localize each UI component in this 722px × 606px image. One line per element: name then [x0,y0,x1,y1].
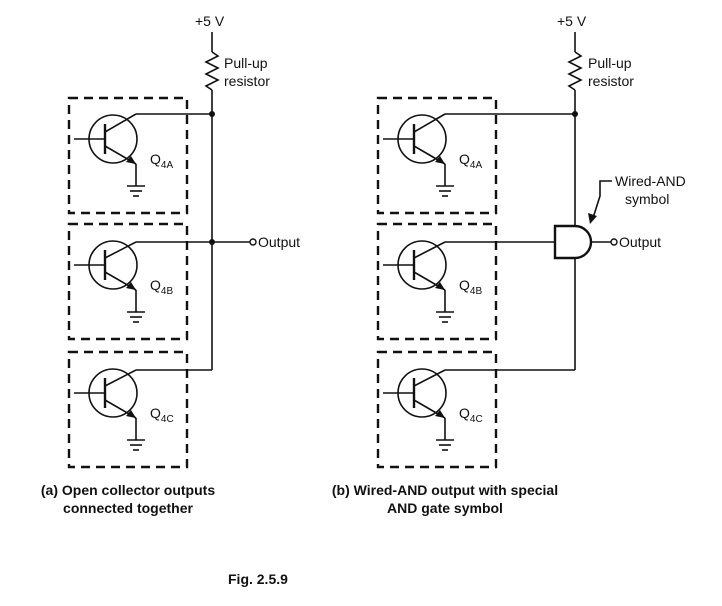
wired-and-label-line2: symbol [625,191,669,207]
ground-icon [435,439,455,451]
transistor-label-q4a-b: Q4A [459,151,482,171]
supply-label-b: +5 V [557,13,587,29]
transistor-box-q4b-b [376,222,498,341]
transistor-box-q4a-b [376,96,498,215]
ground-icon [435,185,455,197]
pullup-resistor-b [567,51,583,91]
ground-icon [126,185,146,197]
output-terminal-a [249,238,257,246]
pullup-label-b-line1: Pull-up [588,55,632,71]
caption-a-line2: connected together [63,500,193,516]
transistor-box-q4a [67,96,189,215]
transistor-label-q4b: Q4B [150,277,173,297]
output-label-a: Output [258,234,300,250]
output-label-b: Output [619,234,661,250]
ground-icon [126,439,146,451]
transistor-box-q4c [67,350,189,469]
pullup-label-a-line1: Pull-up [224,55,268,71]
circuit-b: +5 V Pull-up resistor Output Wired-AND s… [332,13,686,516]
figure-label: Fig. 2.5.9 [228,571,288,587]
caption-b-line1: (b) Wired-AND output with special [332,482,558,498]
transistor-label-q4c: Q4C [150,405,174,425]
wired-and-pointer [592,180,612,219]
wired-and-gate-icon [553,224,593,260]
wired-and-label-line1: Wired-AND [615,173,686,189]
circuit-a: +5 V Pull-up resistor Output Q4A [41,13,300,516]
pullup-label-b-line2: resistor [588,73,634,89]
pullup-label-a-line2: resistor [224,73,270,89]
transistor-label-q4b-b: Q4B [459,277,482,297]
ground-icon [126,311,146,323]
pullup-resistor-a [204,51,220,91]
output-terminal-b [610,238,618,246]
transistor-label-q4a: Q4A [150,151,173,171]
caption-a-line1: (a) Open collector outputs [41,482,215,498]
transistor-label-q4c-b: Q4C [459,405,483,425]
supply-label-a: +5 V [195,13,225,29]
ground-icon [435,311,455,323]
transistor-box-q4c-b [376,350,498,469]
caption-b-line2: AND gate symbol [387,500,503,516]
transistor-box-q4b [67,222,189,341]
